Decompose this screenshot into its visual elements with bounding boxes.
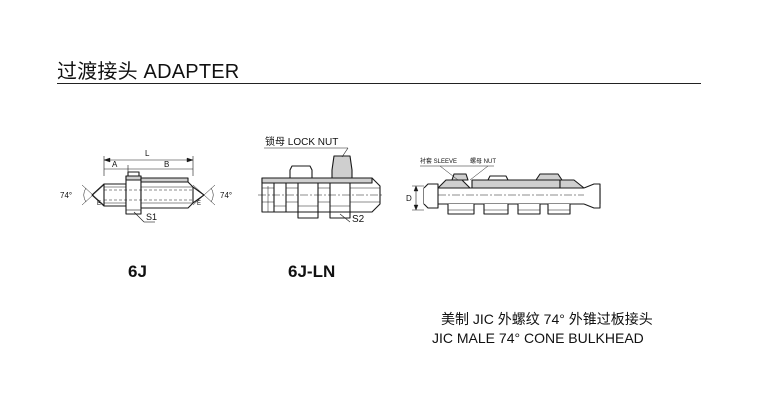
- thread-left-label: E: [97, 201, 101, 207]
- product-caption: 美制 JIC 外螺纹 74° 外锥过板接头 JIC MALE 74° CONE …: [432, 310, 653, 348]
- hex-s1-label: S1: [146, 212, 157, 222]
- hex-s2-label: S2: [352, 214, 365, 225]
- fitting-bulkhead: [412, 165, 601, 215]
- nut-label: 螺母 NUT: [470, 157, 496, 165]
- thread-right-label: E: [197, 201, 201, 207]
- lock-nut-label: 锁母 LOCK NUT: [265, 135, 338, 148]
- part-a-label: A: [112, 160, 118, 169]
- title-divider: [57, 83, 701, 84]
- page-title: 过渡接头 ADAPTER: [57, 61, 240, 83]
- model-label-6j-ln: 6J-LN: [288, 262, 336, 281]
- angle-right-label: 74°: [220, 191, 232, 200]
- angle-left-label: 74°: [60, 191, 72, 200]
- drawing-annotations: L A B 74° 74° E E S1 锁母 LOCK NUT S2 衬套 S…: [60, 135, 496, 225]
- fitting-6j: [81, 156, 216, 223]
- caption-chinese: 美制 JIC 外螺纹 74° 外锥过板接头: [441, 311, 653, 327]
- length-label: L: [145, 149, 150, 158]
- part-b-label: B: [164, 160, 169, 169]
- caption-english: JIC MALE 74° CONE BULKHEAD: [432, 330, 644, 346]
- diameter-label: D: [406, 194, 412, 203]
- model-label-6j: 6J: [128, 262, 147, 281]
- sleeve-label: 衬套 SLEEVE: [420, 157, 457, 165]
- fitting-6j-ln: [258, 147, 384, 223]
